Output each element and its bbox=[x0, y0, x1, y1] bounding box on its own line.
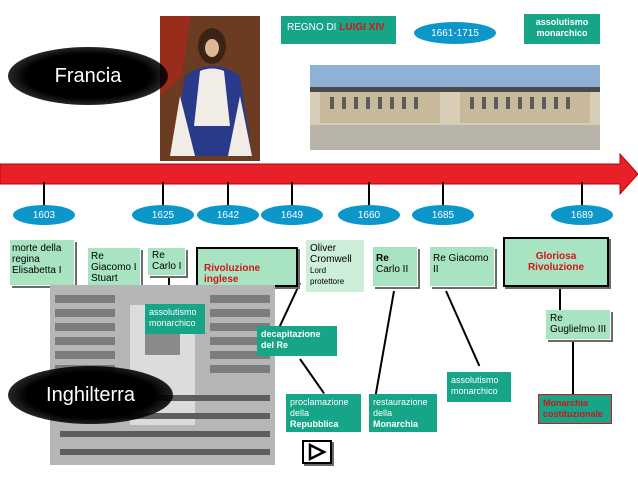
stem-1649 bbox=[291, 182, 293, 206]
connector-beheading-republic bbox=[299, 358, 325, 394]
event-james-i: Re Giacomo I Stuart bbox=[88, 248, 141, 286]
year-badge-1689: 1689 bbox=[551, 205, 613, 225]
timeline-arrow bbox=[0, 152, 638, 196]
event-english-revolution: Rivoluzione inglese bbox=[196, 247, 298, 287]
event-glorious-revolution: Gloriosa Rivoluzione bbox=[503, 237, 609, 287]
year-badge-1642: 1642 bbox=[197, 205, 259, 225]
year-badge-1625: 1625 bbox=[132, 205, 194, 225]
play-icon bbox=[308, 443, 327, 461]
versailles-photo bbox=[310, 65, 600, 150]
connector-1660-restoration bbox=[374, 290, 395, 396]
connector-william-constitutional bbox=[572, 340, 574, 394]
stem-1603 bbox=[43, 182, 45, 206]
next-slide-button[interactable] bbox=[302, 440, 332, 464]
year-badge-1649: 1649 bbox=[261, 205, 323, 225]
event-republic: proclamazione della Repubblica bbox=[286, 394, 361, 432]
connector-1649-beheading bbox=[277, 282, 301, 329]
stem-1625 bbox=[162, 182, 164, 206]
reign-years-badge: 1661-1715 bbox=[414, 22, 496, 44]
stem-1660 bbox=[368, 182, 370, 206]
reign-box: REGNO DI LUIGI XIV bbox=[281, 16, 396, 44]
year-badge-1660: 1660 bbox=[338, 205, 400, 225]
connector-1689-william bbox=[559, 288, 561, 310]
france-label: Francia bbox=[8, 47, 168, 105]
year-badge-1685: 1685 bbox=[412, 205, 474, 225]
event-beheading: decapitazione del Re bbox=[257, 326, 337, 356]
reign-name: LUIGI XIV bbox=[339, 22, 385, 33]
lord-protector: Lord protettore bbox=[310, 266, 345, 286]
stem-1642 bbox=[227, 182, 229, 206]
stem-1685 bbox=[442, 182, 444, 206]
year-badge-1603: 1603 bbox=[13, 205, 75, 225]
event-james-absolutism: assolutismo monarchico bbox=[447, 372, 511, 402]
connector-1685-absolutism bbox=[445, 290, 481, 367]
event-1603: morte della regina Elisabetta I bbox=[10, 240, 75, 286]
event-charles-absolutism: assolutismo monarchico bbox=[145, 304, 205, 334]
event-james-ii: Re Giacomo II bbox=[430, 247, 495, 287]
event-william-iii: Re Guglielmo III bbox=[546, 310, 611, 340]
france-absolutism-box: assolutismo monarchico bbox=[524, 14, 600, 44]
event-constitutional-monarchy: Monarchia costituzionale bbox=[538, 394, 612, 424]
louis-xiv-portrait bbox=[160, 16, 260, 161]
event-restoration: restaurazione della Monarchia bbox=[369, 394, 437, 432]
stem-1689 bbox=[581, 182, 583, 206]
england-label: Inghilterra bbox=[8, 366, 173, 424]
